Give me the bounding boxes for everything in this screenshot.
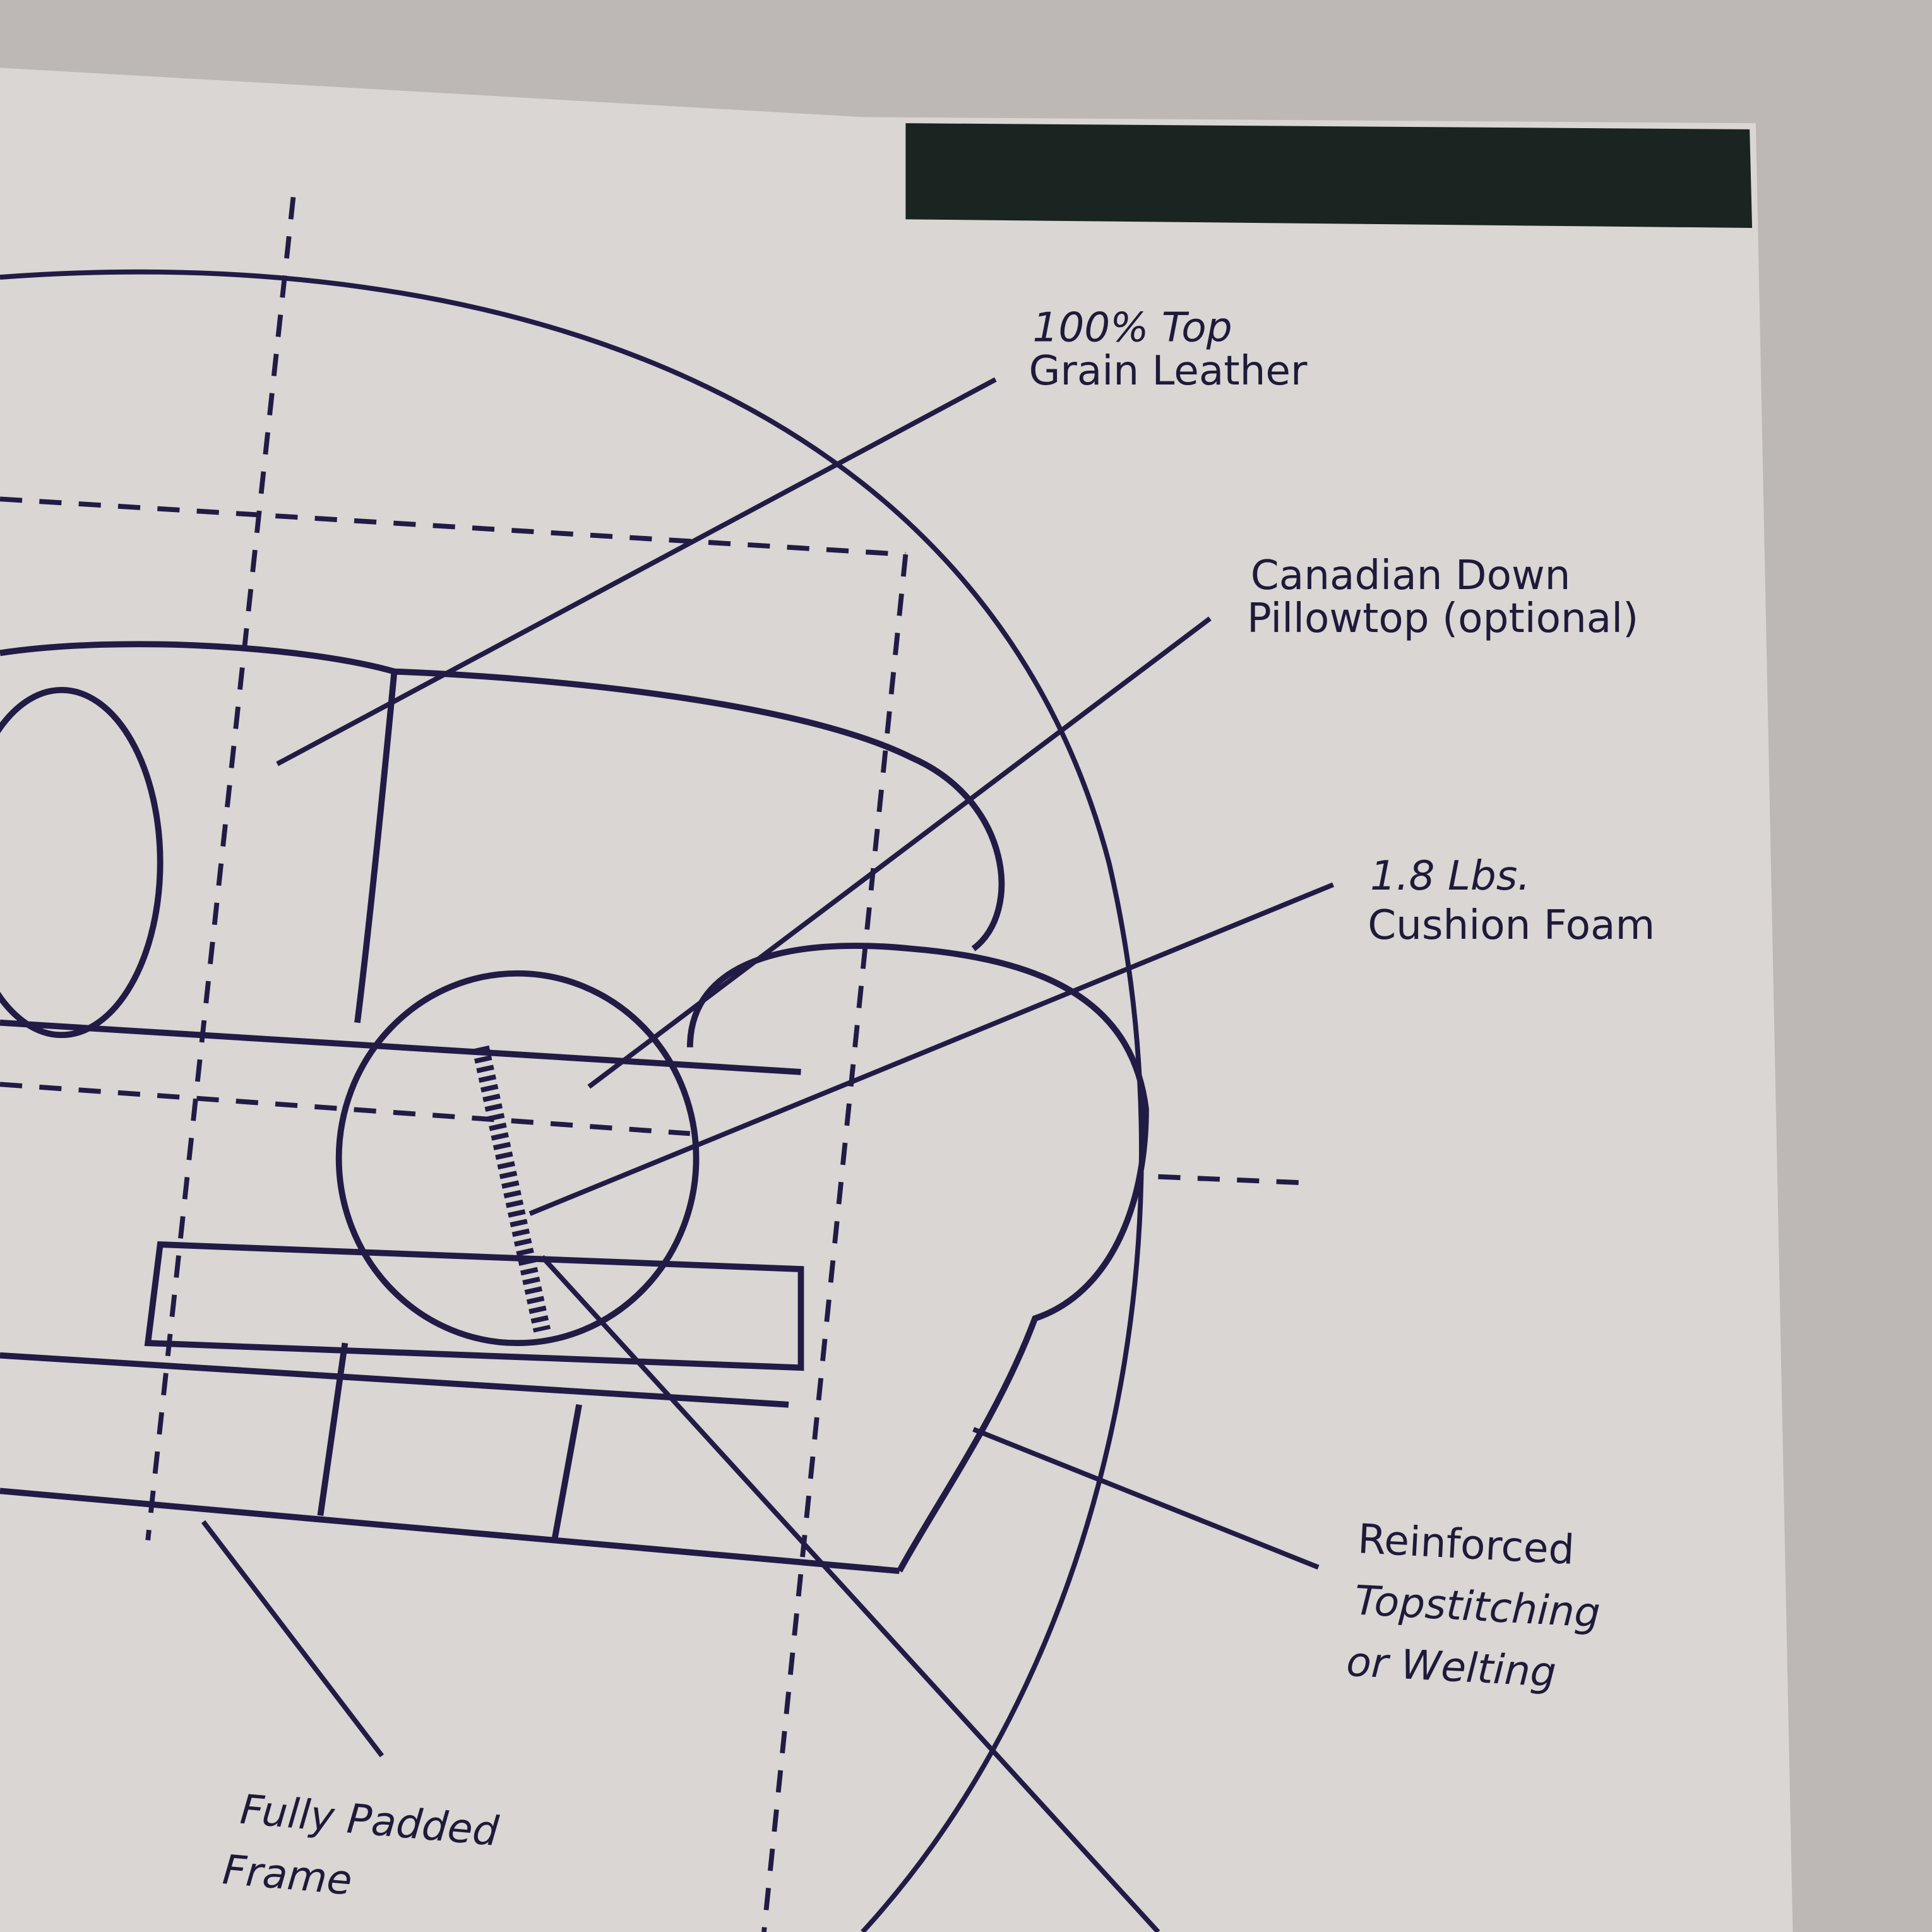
- outer-circle-arc: [0, 269, 1144, 1932]
- leader-lines: [201, 377, 1335, 1932]
- callout-label-line: Pillowtop (optional): [1247, 595, 1638, 642]
- sofa-drawing: [0, 196, 1335, 1932]
- callout-label-line: or Welting: [1345, 1638, 1558, 1696]
- header-bar: [905, 123, 1753, 229]
- callout-pillowtop: Canadian Down Pillowtop (optional): [1247, 552, 1638, 642]
- callout-label-line: Grain Leather: [1029, 347, 1308, 395]
- callout-label-line: Cushion Foam: [1368, 902, 1655, 949]
- sofa-outline: [0, 641, 1149, 1575]
- callout-label-line: 1.8 Lbs.: [1370, 852, 1530, 900]
- callout-label-line: 100% Top: [1032, 304, 1232, 352]
- callout-foam: 1.8 Lbs. Cushion Foam: [1368, 852, 1655, 949]
- paper-sheet: [0, 68, 1793, 1932]
- callout-label-line: Canadian Down: [1251, 552, 1571, 599]
- callout-label-line: Frame: [221, 1846, 354, 1905]
- callout-topstitching: Reinforced Topstitching or Welting: [1345, 1515, 1602, 1696]
- callout-label-line: Reinforced: [1357, 1515, 1576, 1574]
- callout-leather: 100% Top Grain Leather: [1029, 304, 1308, 395]
- guide-lines: [0, 196, 1306, 1932]
